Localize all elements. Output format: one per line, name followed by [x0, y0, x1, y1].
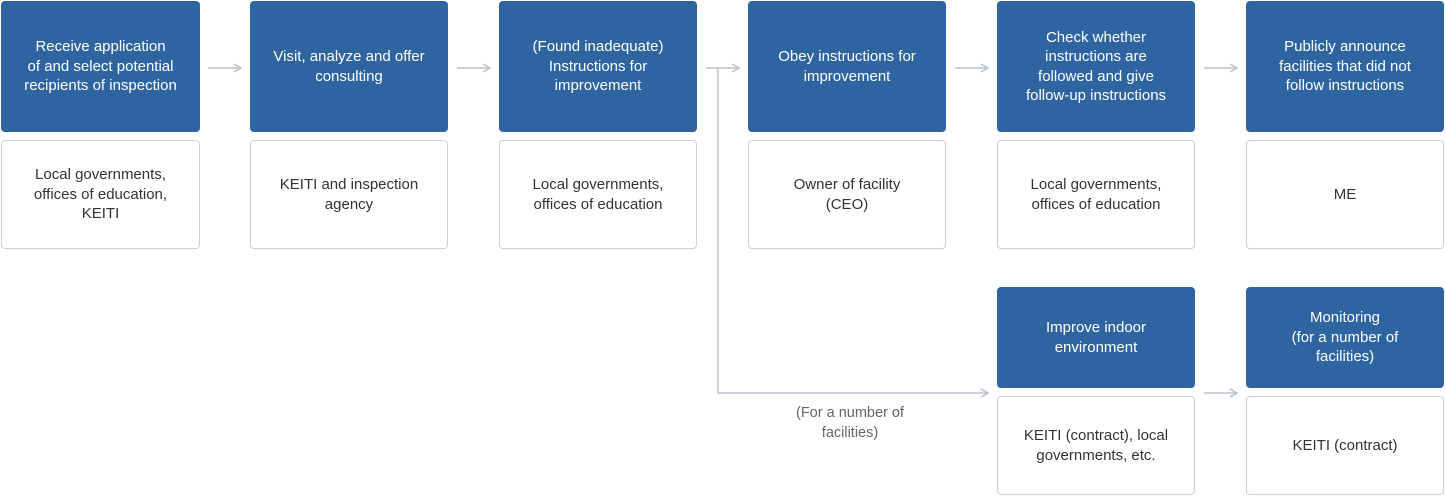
- actor-visit-analyze: KEITI and inspection agency: [250, 140, 448, 249]
- step-monitoring: Monitoring (for a number of facilities): [1246, 287, 1444, 388]
- actor-monitoring: KEITI (contract): [1246, 396, 1444, 495]
- actor-publicly-announce: ME: [1246, 140, 1444, 249]
- step-publicly-announce: Publicly announce facilities that did no…: [1246, 1, 1444, 132]
- actor-instructions-for-improvement: Local governments, offices of education: [499, 140, 697, 249]
- step-obey-instructions: Obey instructions for improvement: [748, 1, 946, 132]
- actor-check-follow-up: Local governments, offices of education: [997, 140, 1195, 249]
- branch-note: (For a number of facilities): [796, 405, 904, 441]
- step-instructions-for-improvement: (Found inadequate) Instructions for impr…: [499, 1, 697, 132]
- step-receive-application: Receive application of and select potent…: [1, 1, 200, 132]
- actor-receive-application: Local governments, offices of education,…: [1, 140, 200, 249]
- actor-improve-indoor-environment: KEITI (contract), local governments, etc…: [997, 396, 1195, 495]
- actor-obey-instructions: Owner of facility (CEO): [748, 140, 946, 249]
- step-visit-analyze: Visit, analyze and offer consulting: [250, 1, 448, 132]
- step-improve-indoor-environment: Improve indoor environment: [997, 287, 1195, 388]
- step-check-follow-up: Check whether instructions are followed …: [997, 1, 1195, 132]
